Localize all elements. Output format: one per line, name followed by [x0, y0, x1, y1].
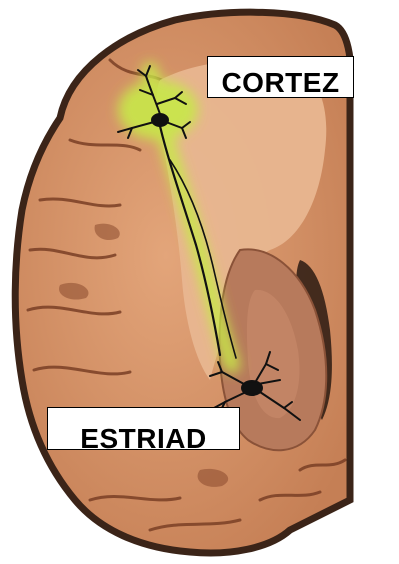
striatum-label: ESTRIAD	[48, 425, 239, 450]
cortex-label: CORTEZ	[208, 69, 353, 97]
cortex-label-box: CORTEZ	[207, 56, 354, 98]
striatum-label-box: ESTRIAD	[47, 407, 240, 450]
